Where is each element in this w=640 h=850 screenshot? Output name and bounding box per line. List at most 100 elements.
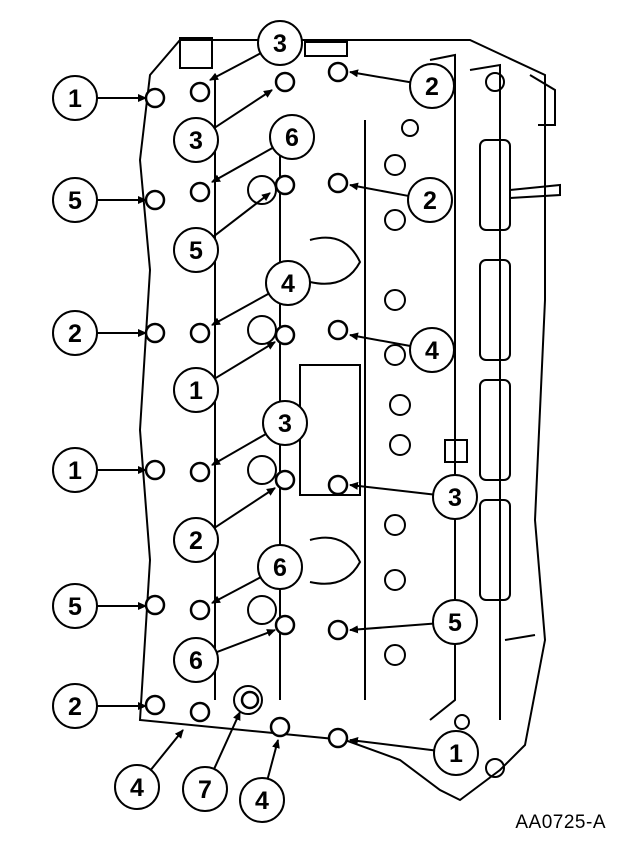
callout-number: 5 [68, 187, 82, 215]
top-plug-right [304, 41, 348, 57]
callout-leader-arrow [349, 182, 409, 197]
callout-number: 7 [198, 776, 212, 804]
callout-leader-arrow [213, 711, 241, 770]
callout-leader-arrow [150, 729, 184, 771]
callout-leader-arrow [349, 622, 434, 634]
callout-number: 4 [255, 787, 269, 815]
valve-port [384, 344, 406, 366]
callout-circle [269, 114, 315, 160]
callout-number: 2 [189, 527, 203, 555]
camshaft-bore-2 [309, 536, 362, 585]
callout-leader-arrow [213, 487, 276, 529]
callout-number: 3 [278, 410, 292, 438]
callout-number: 5 [189, 237, 203, 265]
intake-flange-1 [479, 139, 511, 231]
callout-11: 4 [349, 327, 455, 373]
callout-circle [433, 730, 479, 776]
callout-2: 3 [209, 20, 303, 81]
callout-leader-arrow [266, 739, 280, 780]
callout-number: 4 [281, 270, 295, 298]
callout-leader-arrow [211, 433, 267, 466]
bolt-head [144, 694, 166, 716]
bolt-head [189, 701, 211, 723]
callout-24: 7 [182, 711, 241, 812]
callout-circle [407, 177, 453, 223]
bolt-head [274, 71, 296, 93]
callout-leader-arrow [211, 146, 274, 183]
callout-number: 5 [68, 593, 82, 621]
bolt-head [144, 189, 166, 211]
bolt-head [189, 461, 211, 483]
callout-circle [257, 20, 303, 66]
callout-number: 2 [68, 693, 82, 721]
bolt-head [274, 324, 296, 346]
callout-8: 2 [349, 177, 453, 223]
callout-leader-arrow [349, 69, 411, 84]
callout-21: 2 [52, 683, 147, 729]
callout-circle [52, 683, 98, 729]
intake-rail [429, 53, 456, 721]
bracket [529, 74, 556, 126]
bolt-head [327, 727, 349, 749]
callout-1: 1 [52, 75, 147, 121]
callout-leader-arrow [214, 341, 276, 380]
bolt-head [240, 690, 260, 710]
callout-number: 4 [425, 337, 439, 365]
callout-circle [52, 583, 98, 629]
callout-number: 5 [448, 609, 462, 637]
bolt-head [144, 594, 166, 616]
valve-port [384, 644, 406, 666]
callout-circle [173, 117, 219, 163]
bolt-head [274, 174, 296, 196]
top-plug-left [179, 37, 213, 69]
callout-number: 3 [189, 127, 203, 155]
callout-number: 2 [68, 320, 82, 348]
callout-4: 2 [349, 63, 455, 109]
callout-circle [52, 310, 98, 356]
bolt-head [274, 614, 296, 636]
callout-18: 5 [52, 583, 147, 629]
mount-hole [454, 714, 470, 730]
callout-number: 1 [68, 85, 82, 113]
callout-leader-arrow [216, 629, 276, 654]
bolt-head [144, 87, 166, 109]
callout-number: 6 [189, 647, 203, 675]
callout-22: 1 [349, 730, 479, 776]
callout-number: 4 [130, 774, 144, 802]
bolt-head [189, 599, 211, 621]
callout-number: 2 [425, 73, 439, 101]
callout-leader-arrow [349, 481, 434, 496]
callout-leader-arrow [349, 737, 435, 752]
callout-circle [114, 764, 160, 810]
bolt-head [189, 181, 211, 203]
callout-circle [409, 327, 455, 373]
callout-circle [173, 637, 219, 683]
callout-number: 1 [449, 740, 463, 768]
callout-number: 3 [273, 30, 287, 58]
dowel-pin [509, 183, 561, 199]
valve-port [384, 289, 406, 311]
cylinder-head-outline [138, 39, 547, 802]
bolt-head [327, 474, 349, 496]
callout-14: 1 [52, 447, 147, 493]
callout-10: 2 [52, 310, 147, 356]
callout-circle [432, 599, 478, 645]
valve-port [389, 394, 411, 416]
callout-circle [173, 367, 219, 413]
callout-7: 5 [173, 192, 271, 273]
valve-port [384, 569, 406, 591]
callout-number: 3 [448, 484, 462, 512]
intake-rail-inner [469, 63, 501, 720]
callout-circle [52, 447, 98, 493]
cylinder-head-drawing [138, 37, 561, 802]
mount-hole [485, 758, 505, 778]
callout-circle [173, 517, 219, 563]
callout-13: 3 [211, 400, 308, 466]
camshaft-journal [299, 364, 361, 496]
callout-leader-arrow [213, 89, 273, 129]
callout-leader-arrow [211, 576, 262, 604]
callout-number: 1 [189, 377, 203, 405]
camshaft-bore-1 [309, 236, 362, 285]
callout-leader-arrow [349, 332, 411, 348]
